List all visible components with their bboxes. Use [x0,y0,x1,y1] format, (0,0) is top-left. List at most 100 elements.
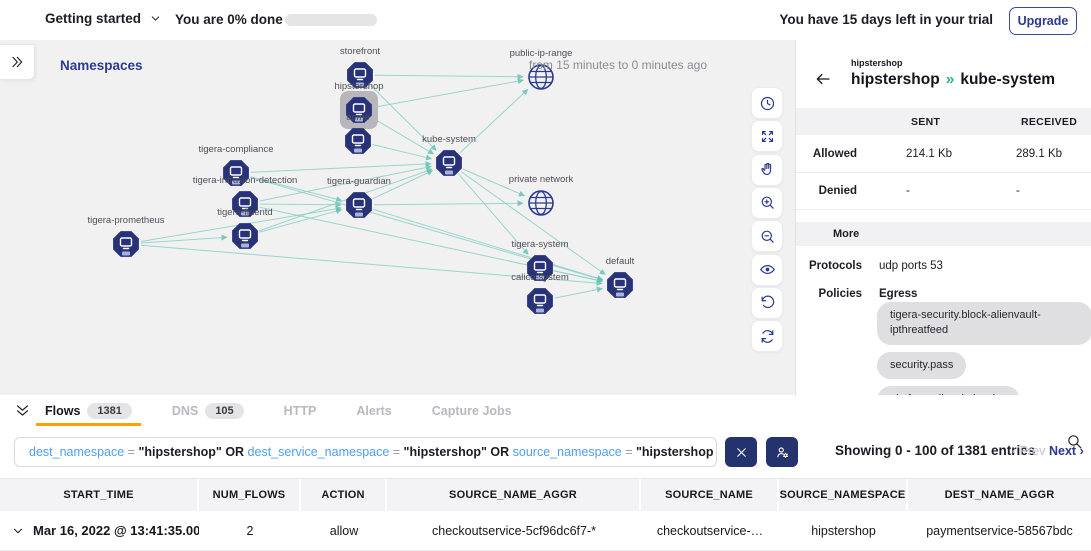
graph-node-label: kube-system [422,134,476,145]
pan-button[interactable] [751,153,783,186]
graph-edge [140,234,228,244]
graph-edge [140,244,603,287]
collapse-panel-icon[interactable] [14,402,31,419]
clear-filter-button[interactable] [725,437,757,467]
graph-node-label: calico-system [511,272,569,283]
policy-pill[interactable]: security.pass [877,351,967,380]
graph-edge [459,88,529,154]
prev-page-button[interactable]: ‹ Prev [1012,444,1046,458]
graph-node-label: tigera-compliance [199,144,274,155]
graph-node-acme[interactable] [345,128,371,154]
graph-edge [462,168,525,197]
graph-node-default[interactable] [607,272,633,298]
expand-sidebar-button[interactable] [0,44,35,80]
column-header-source_namespace[interactable]: SOURCE_NAMESPACE [779,479,908,511]
graph-node-tigera-compliance[interactable] [223,160,249,186]
zoom-out-button[interactable] [751,220,783,253]
query-token-kw: OR [486,445,513,459]
tab-dns[interactable]: DNS 105 [163,395,253,426]
history-button[interactable] [751,87,783,119]
column-header-dest_name_aggr[interactable]: DEST_NAME_AGGR [908,479,1091,511]
graph-edge [374,73,524,80]
tab-count-badge: 105 [205,402,244,419]
graph-node-tigera-fluentd[interactable] [232,223,258,249]
column-header-source_name[interactable]: SOURCE_NAME [641,479,779,511]
graph-node-private-network[interactable] [528,190,554,216]
search-input[interactable]: dest_namespace = "hipstershop" OR dest_s… [14,437,717,467]
graph-canvas[interactable]: storefronthipstershopacmepublic-ip-range… [0,40,795,395]
column-header-source_name_aggr[interactable]: SOURCE_NAME_AGGR [387,479,641,511]
title-dest: kube-system [960,71,1056,88]
user-settings-button[interactable] [766,437,798,467]
column-header-start_time[interactable]: START_TIME [0,479,199,511]
fit-view-icon [759,128,776,145]
graph-edge [373,200,524,207]
policy-pill-list: tigera-security.block-alienvault-ipthrea… [877,302,1091,395]
search-icon[interactable] [1066,433,1083,450]
graph-node-tigera-guardian[interactable] [346,192,372,218]
upgrade-button[interactable]: Upgrade [1009,7,1077,35]
undo-button[interactable] [751,286,783,319]
tab-capture-jobs[interactable]: Capture Jobs [423,395,521,426]
cell-start_time: Mar 16, 2022 @ 13:41:35.000 [0,511,199,550]
graph-node-tigera-system[interactable] [527,255,553,281]
cell-source_name_aggr: checkoutservice-5cf96dc6f7-* [432,523,596,538]
fit-view-button[interactable] [751,120,783,153]
graph-node-label: public-ip-range [510,48,573,59]
zoom-in-button[interactable] [751,186,783,219]
graph-node-public-ip-range[interactable] [528,64,554,90]
expand-row-icon[interactable] [11,524,25,538]
refresh-icon [759,328,776,345]
close-icon [734,445,749,460]
graph-edge [554,286,603,299]
graph-edge [373,78,524,108]
denied-label: Denied [818,184,857,197]
graph-edge [258,168,433,232]
history-icon [759,95,776,112]
refresh-button[interactable] [751,320,783,353]
graph-node-label: tigera-system [511,239,568,250]
chevron-down-icon [149,12,162,25]
policy-pill[interactable]: platform.allow-kube-dns [877,386,1020,395]
more-label: More [833,228,860,240]
tab-alerts[interactable]: Alerts [347,395,400,426]
column-header-action[interactable]: ACTION [301,479,387,511]
tab-label: DNS [171,403,199,418]
policy-pill[interactable]: tigera-security.block-alienvault-ipthrea… [877,302,1091,345]
column-header-num_flows[interactable]: NUM_FLOWS [199,479,301,511]
query-token-op: = [621,445,636,459]
denied-received: - [1016,184,1020,197]
graph-node-storefront[interactable] [347,62,373,88]
query-token-value: "hipstershop" [403,445,487,459]
graph-node-tigera-intrusion-detection[interactable] [232,191,258,217]
graph-node-hipstershop[interactable] [346,97,372,123]
flows-filter-row: dest_namespace = "hipstershop" OR dest_s… [0,426,1091,478]
tab-label: Capture Jobs [431,403,512,418]
graph-node-label: hipstershop [334,81,383,92]
tab-count-badge: 1381 [87,402,132,419]
sent-header: SENT [911,115,941,128]
title-source: hipstershop [851,71,940,88]
back-arrow-icon[interactable] [814,70,832,88]
graph-node-kube-system[interactable] [436,150,462,176]
graph-node-calico-system[interactable] [527,288,553,314]
results-count-text: Showing 0 - 100 of 1381 entries [835,443,1036,458]
getting-started-menu[interactable]: Getting started [45,11,162,26]
graph-edge [458,173,529,255]
cell-dest_name_aggr: paymentservice-58567bdc [926,523,1073,538]
visibility-button[interactable] [751,253,783,286]
graph-node-tigera-prometheus[interactable] [113,231,139,257]
next-page-button[interactable]: Next › [1049,444,1084,458]
stats-row-denied: Denied - - [796,172,1091,210]
cell-source_namespace: hipstershop [811,523,876,538]
graph-title: Namespaces [60,58,143,73]
tab-http[interactable]: HTTP [275,395,326,426]
